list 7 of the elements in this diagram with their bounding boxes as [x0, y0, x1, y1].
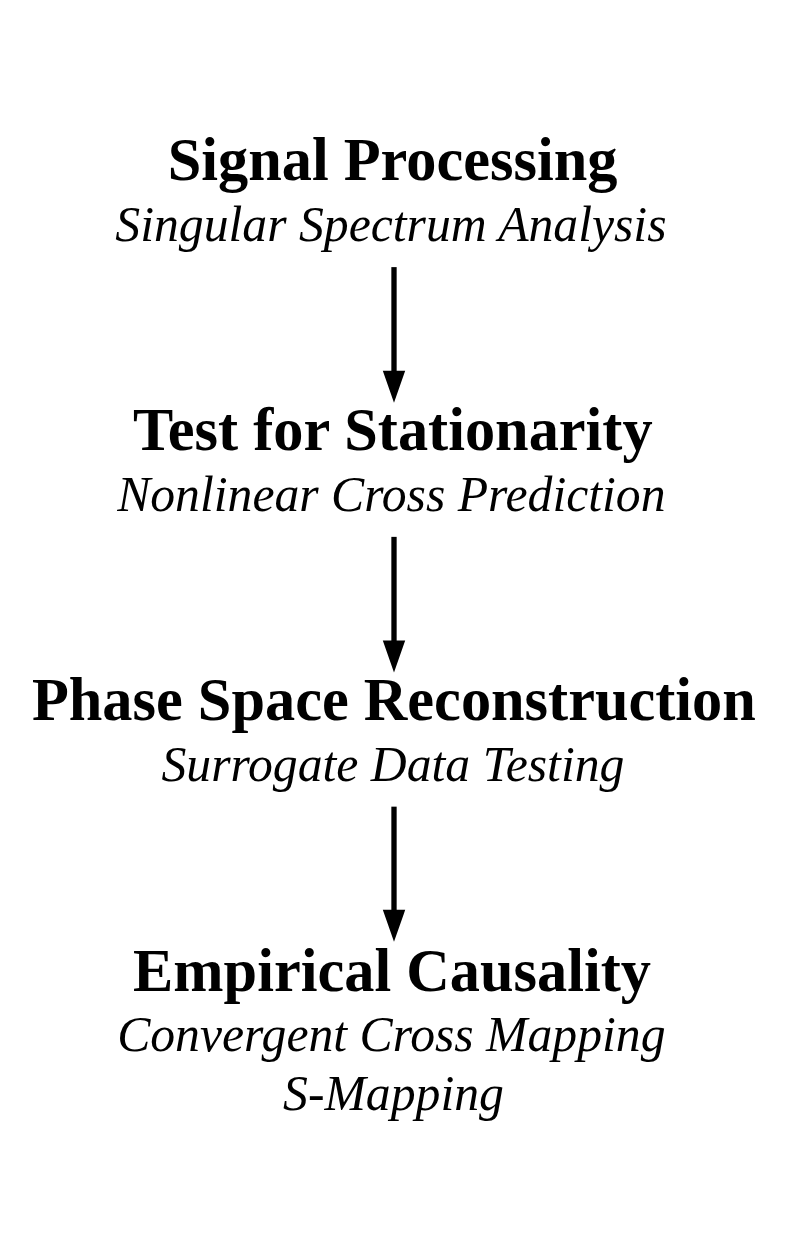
arrow — [382, 806, 406, 942]
node-text: Phase Space Reconstruction Surrogate Data Testing — [31, 665, 756, 792]
node-text: Test for Stationarity Nonlinear Cross Prediction — [117, 395, 666, 522]
arrow — [382, 266, 406, 403]
node-text: Empirical Causality Convergent Cross Mapping S-Mapping — [117, 936, 666, 1121]
arrow — [382, 536, 406, 672]
node-text: Signal Processing Singular Spectrum Analysis — [115, 125, 667, 252]
